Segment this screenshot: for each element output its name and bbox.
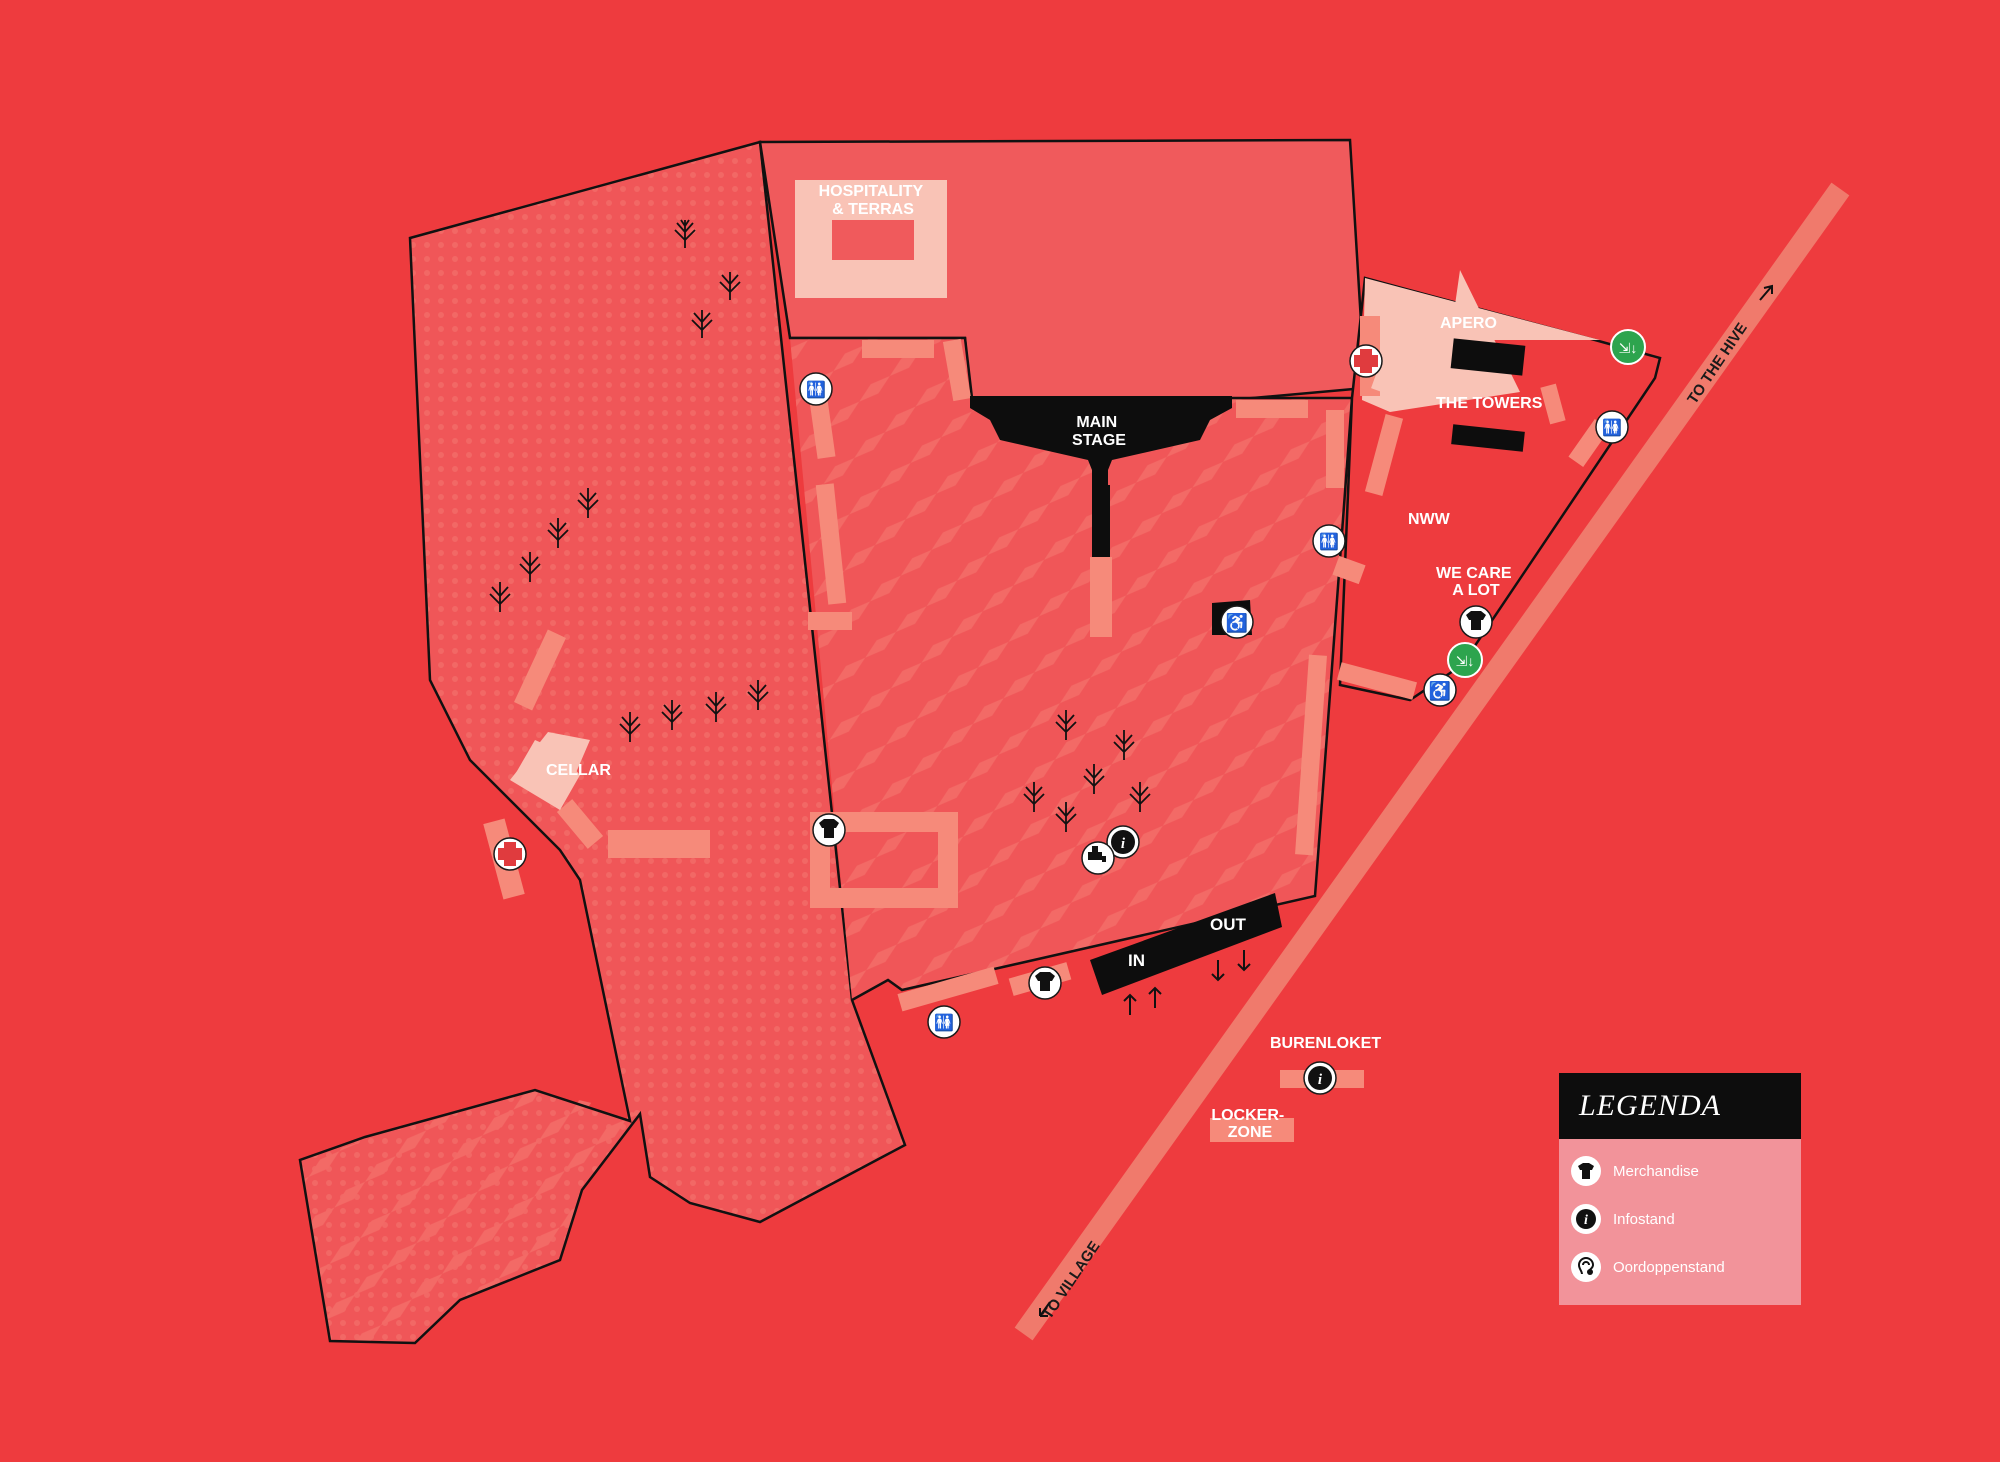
tree-icon <box>674 219 696 248</box>
tshirt-icon <box>1459 605 1493 639</box>
svg-text:⇲↓: ⇲↓ <box>1456 653 1475 669</box>
tree-icon <box>1055 802 1077 832</box>
svg-text:i: i <box>1584 1213 1588 1228</box>
wheelchair-icon: ♿ <box>1220 605 1254 639</box>
svg-text:♿: ♿ <box>1429 680 1451 701</box>
toilet-icon: 🚻 <box>799 372 833 406</box>
legend-label: Infostand <box>1613 1210 1675 1228</box>
info-icon: i <box>1303 1061 1337 1095</box>
merch-booth-outline <box>810 812 958 908</box>
emergency-exit-icon: ⇲↓ <box>1447 642 1483 678</box>
svg-text:i: i <box>1318 1072 1323 1088</box>
main-stage-shape <box>970 396 1232 636</box>
tree-icon <box>1023 782 1045 812</box>
lockerzone-label: LOCKER- ZONE <box>1211 1107 1288 1141</box>
legend-item: Oordoppenstand <box>1559 1245 1801 1289</box>
tree-icon <box>661 700 683 730</box>
tree-icon <box>519 552 541 582</box>
forest-zone <box>298 140 907 1345</box>
accessibility-pins: ♿ ♿ <box>1220 605 1457 707</box>
tree-icon <box>1129 782 1151 812</box>
burenloket-label: BURENLOKET <box>1270 1035 1381 1052</box>
svg-text:i: i <box>1121 836 1126 852</box>
merch-pins <box>812 605 1493 1000</box>
first-aid-pins <box>493 344 1383 871</box>
tree-icon <box>691 310 713 338</box>
svg-text:🚻: 🚻 <box>806 380 826 399</box>
tree-icon <box>577 488 599 518</box>
legend-panel: LEGENDA Merchandise i Infostand Oordoppe… <box>1559 1073 1801 1305</box>
tree-icon <box>619 712 641 742</box>
svg-text:♿: ♿ <box>1226 612 1248 633</box>
cellar-label: CELLAR <box>546 762 611 779</box>
out-arrows <box>1211 950 1251 982</box>
area-labels: HOSPITALITY & TERRAS MAIN STAGE APERO TH… <box>546 183 1543 1141</box>
east-zone <box>1338 270 1662 702</box>
water-pin <box>1081 841 1115 875</box>
in-arrows <box>1123 986 1162 1015</box>
first-aid-icon <box>493 837 527 871</box>
first-aid-icon <box>1349 344 1383 378</box>
tshirt-icon <box>812 813 846 847</box>
we-care-label: WE CARE A LOT <box>1436 565 1516 599</box>
tree-icon <box>547 518 569 548</box>
legend-item: i Infostand <box>1559 1197 1801 1241</box>
legend-label: Merchandise <box>1613 1162 1699 1180</box>
toilet-icon: 🚻 <box>1312 524 1346 558</box>
the-towers-label: THE TOWERS <box>1436 395 1543 412</box>
info-pins: i i <box>1106 825 1337 1095</box>
toilet-icon: 🚻 <box>927 1005 961 1039</box>
tree-icon <box>1113 730 1135 760</box>
legend-title: LEGENDA <box>1559 1073 1801 1139</box>
hospitality-block <box>758 138 1367 402</box>
info-icon: i <box>1571 1204 1601 1234</box>
svg-text:🚻: 🚻 <box>1319 532 1339 551</box>
info-icon: i <box>1106 825 1140 859</box>
exit-pins: ⇲↓ ⇲↓ <box>1447 329 1646 678</box>
arrow-icon <box>1759 284 1773 301</box>
road <box>1014 182 1850 1341</box>
to-the-hive-label: TO THE HIVE <box>1684 320 1751 407</box>
gate-in-label: IN <box>1128 951 1145 970</box>
legend-label: Oordoppenstand <box>1613 1258 1725 1276</box>
tshirt-icon <box>1028 966 1062 1000</box>
main-stage-label: MAIN STAGE <box>1072 414 1126 449</box>
gate-out-label: OUT <box>1210 915 1247 934</box>
tree-icon <box>705 692 727 722</box>
toilet-pins: 🚻 🚻 🚻 🚻 <box>799 372 1629 1039</box>
apero-label: APERO <box>1440 315 1497 332</box>
svg-text:🚻: 🚻 <box>1602 418 1622 437</box>
nww-label: NWW <box>1408 511 1451 528</box>
legend-item: Merchandise <box>1559 1149 1801 1193</box>
toilet-icon: 🚻 <box>1595 410 1629 444</box>
tree-icon <box>1055 710 1077 740</box>
emergency-exit-icon: ⇲↓ <box>1610 329 1646 365</box>
main-field <box>790 336 1354 1002</box>
svg-text:⇲↓: ⇲↓ <box>1619 340 1638 356</box>
arrow-icon <box>1039 1301 1051 1317</box>
tree-icon <box>747 680 769 710</box>
entrance-gate: IN OUT <box>1090 893 1282 1015</box>
tree-icon <box>1083 764 1105 794</box>
water-tap-icon <box>1081 841 1115 875</box>
trees <box>489 219 1151 832</box>
tree-icon <box>489 582 511 612</box>
pale-blocks <box>510 322 1427 810</box>
tree-icon <box>719 272 741 300</box>
svg-text:🚻: 🚻 <box>934 1013 954 1032</box>
facility-blocks <box>483 316 1610 1142</box>
hospitality-label: HOSPITALITY & TERRAS <box>819 183 928 218</box>
wheelchair-icon: ♿ <box>1423 673 1457 707</box>
tshirt-icon <box>1571 1156 1601 1186</box>
ear-icon <box>1571 1252 1601 1282</box>
